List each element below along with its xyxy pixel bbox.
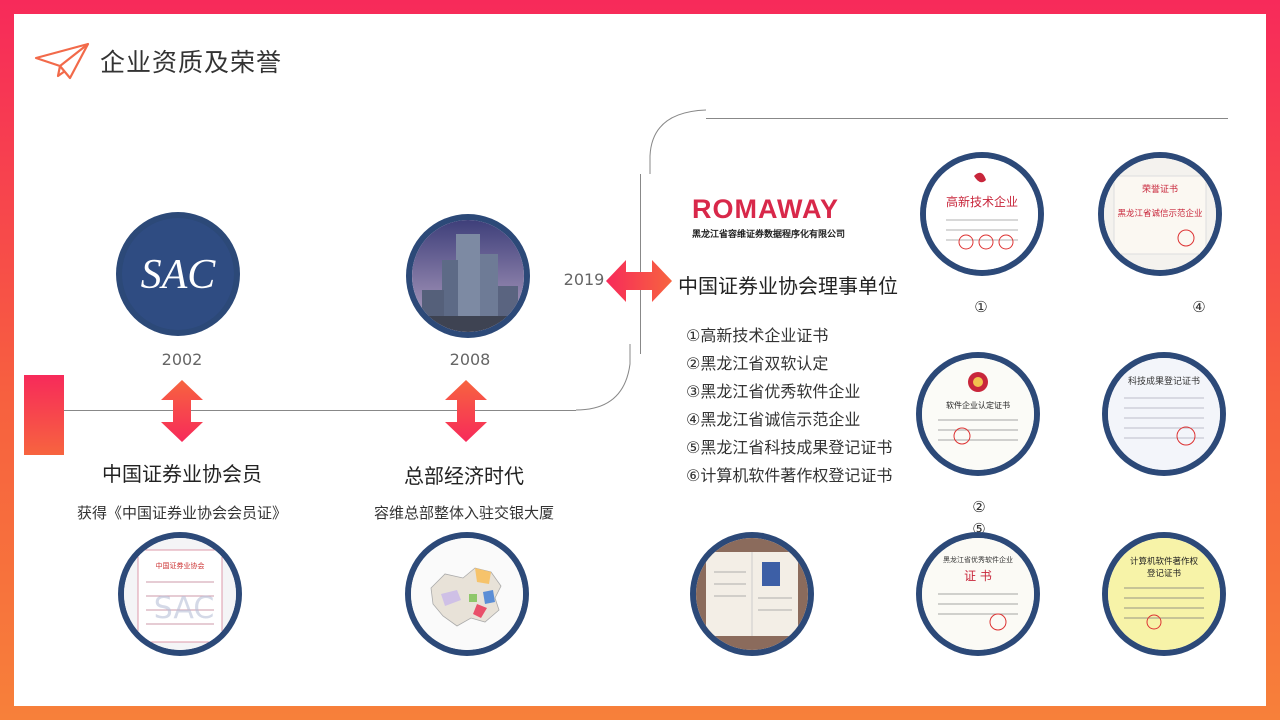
double-arrow-icon: [445, 380, 487, 442]
title-row: 企业资质及荣誉: [32, 40, 282, 82]
timeline-accent-bar: [24, 375, 64, 455]
certificate-list: ①高新技术企业证书 ②黑龙江省双软认定 ③黑龙江省优秀软件企业 ④黑龙江省诚信示…: [686, 322, 892, 490]
list-item: ③黑龙江省优秀软件企业: [686, 382, 861, 401]
svg-text:登记证书: 登记证书: [1147, 568, 1182, 579]
cert-marker-3: ③: [966, 704, 996, 706]
subtitle-2008: 容维总部整体入驻交银大厦: [373, 504, 554, 522]
heading-2008: 总部经济时代: [404, 464, 524, 488]
romaway-logo: ROMAWAY 黑龙江省容维证券数据程序化有限公司: [692, 194, 876, 240]
timeline-curve: [575, 344, 631, 411]
double-arrow-horizontal-icon: [606, 260, 672, 302]
romaway-company-name: 黑龙江省容维证券数据程序化有限公司: [692, 230, 846, 240]
timeline-vertical: [640, 174, 641, 354]
cert-sci-circle: 科技成果登记证书: [1102, 352, 1226, 476]
cert-copyright-circle: 计算机软件著作权 登记证书: [1102, 532, 1226, 656]
page-title: 企业资质及荣誉: [100, 48, 283, 77]
cert-high-tech-circle: 高新技术企业: [920, 152, 1044, 276]
list-item: ②黑龙江省双软认定: [686, 354, 829, 373]
cert-excellent-software-circle: 黑龙江省优秀软件企业 证 书: [916, 532, 1040, 656]
cert-marker-4: ④: [1192, 298, 1206, 316]
svg-text:黑龙江省诚信示范企业: 黑龙江省诚信示范企业: [1117, 208, 1202, 219]
sac-logo-circle: SAC: [116, 212, 240, 336]
list-item: ⑤黑龙江省科技成果登记证书: [686, 438, 893, 457]
svg-text:计算机软件著作权: 计算机软件著作权: [1130, 556, 1199, 567]
cert-marker-6: ⑥: [1190, 704, 1220, 706]
list-item: ①高新技术企业证书: [686, 326, 829, 345]
timeline-line-top: [706, 118, 1228, 119]
svg-text:荣誉证书: 荣誉证书: [1142, 183, 1178, 195]
heading-2019: 中国证券业协会理事单位: [678, 274, 898, 298]
subtitle-2002: 获得《中国证券业协会会员证》: [76, 504, 287, 522]
svg-text:黑龙江省优秀软件企业: 黑龙江省优秀软件企业: [943, 555, 1013, 564]
slide: 企业资质及荣誉 SAC 2002 中国证券业协会员 获得《中国证券业协会会员证》: [14, 14, 1266, 706]
romaway-brand-name: ROMAWAY: [692, 194, 840, 224]
double-arrow-icon: [161, 380, 203, 442]
building-photo-circle: [406, 214, 530, 338]
cert-software-circle: 软件企业认定证书: [916, 352, 1040, 476]
list-item: ④黑龙江省诚信示范企业: [686, 410, 861, 429]
cert-honor-circle: 荣誉证书 黑龙江省诚信示范企业: [1098, 152, 1222, 276]
svg-text:科技成果登记证书: 科技成果登记证书: [1128, 375, 1200, 387]
year-2019: 2019: [563, 270, 605, 289]
svg-text:软件企业认定证书: 软件企业认定证书: [946, 400, 1010, 410]
list-item: ⑥计算机软件著作权登记证书: [686, 466, 893, 485]
svg-text:高新技术企业: 高新技术企业: [946, 194, 1018, 209]
svg-text:SAC: SAC: [154, 591, 215, 626]
cert-marker-1: ①: [974, 298, 988, 316]
year-2002: 2002: [161, 350, 203, 369]
cert-marker-2: ②: [972, 498, 986, 516]
paper-plane-icon: [34, 42, 90, 80]
cert-booklet-circle: [690, 532, 814, 656]
year-2008: 2008: [449, 350, 491, 369]
map-circle: [405, 532, 529, 656]
member-cert-circle: 中国证券业协会 SAC: [118, 532, 242, 656]
timeline-curve-top: [649, 109, 707, 174]
sac-logo-text: SAC: [141, 252, 217, 298]
svg-text:证 书: 证 书: [964, 569, 992, 583]
heading-2002: 中国证券业协会员: [102, 462, 262, 486]
timeline-line: [64, 410, 576, 411]
svg-text:中国证券业协会: 中国证券业协会: [156, 561, 205, 570]
